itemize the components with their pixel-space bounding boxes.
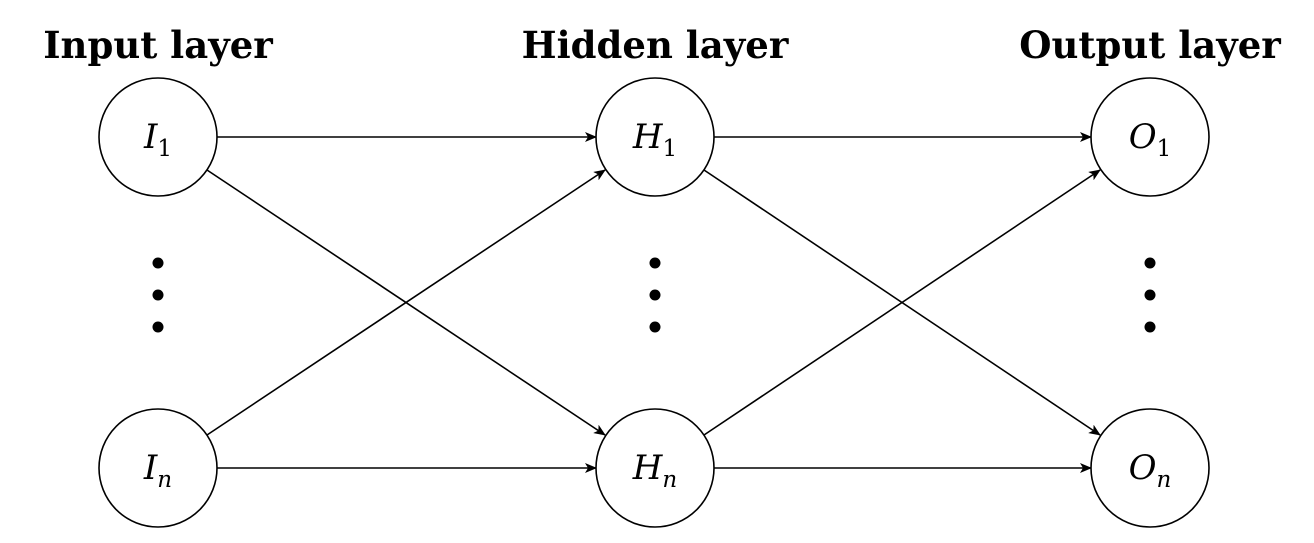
node-on: On — [1090, 408, 1210, 528]
node-circle — [1090, 77, 1210, 197]
node-label: In — [143, 448, 172, 493]
node-circle — [595, 77, 715, 197]
node-label: On — [1129, 448, 1172, 493]
node-i1: I1 — [98, 77, 218, 197]
input-ellipsis — [152, 257, 164, 333]
hidden-ellipsis — [649, 257, 661, 333]
ellipsis-dot — [152, 289, 164, 301]
node-circle — [1090, 408, 1210, 528]
input-layer-title: Input layer — [43, 23, 273, 67]
node-in: In — [98, 408, 218, 528]
node-label: Hn — [632, 448, 677, 493]
node-label: O1 — [1129, 117, 1172, 162]
ellipsis-dot — [152, 257, 164, 269]
node-label: I1 — [143, 117, 172, 162]
node-h1: H1 — [595, 77, 715, 197]
ellipsis-dot — [649, 289, 661, 301]
edges-group — [206, 132, 1101, 473]
output-layer-title: Output layer — [1019, 23, 1281, 67]
output-ellipsis — [1144, 257, 1156, 333]
edge-in-h1 — [206, 169, 606, 436]
node-o1: O1 — [1090, 77, 1210, 197]
ellipsis-dot — [1144, 257, 1156, 269]
node-hn: Hn — [595, 408, 715, 528]
node-circle — [595, 408, 715, 528]
node-circle — [98, 77, 218, 197]
ellipsis-dot — [1144, 289, 1156, 301]
edge-hn-o1 — [703, 169, 1101, 436]
ellipsis-dot — [1144, 321, 1156, 333]
node-circle — [98, 408, 218, 528]
ellipsis-dot — [152, 321, 164, 333]
hidden-layer-title: Hidden layer — [522, 23, 789, 67]
node-label: H1 — [632, 117, 677, 162]
ellipsis-dot — [649, 321, 661, 333]
ellipsis-dot — [649, 257, 661, 269]
